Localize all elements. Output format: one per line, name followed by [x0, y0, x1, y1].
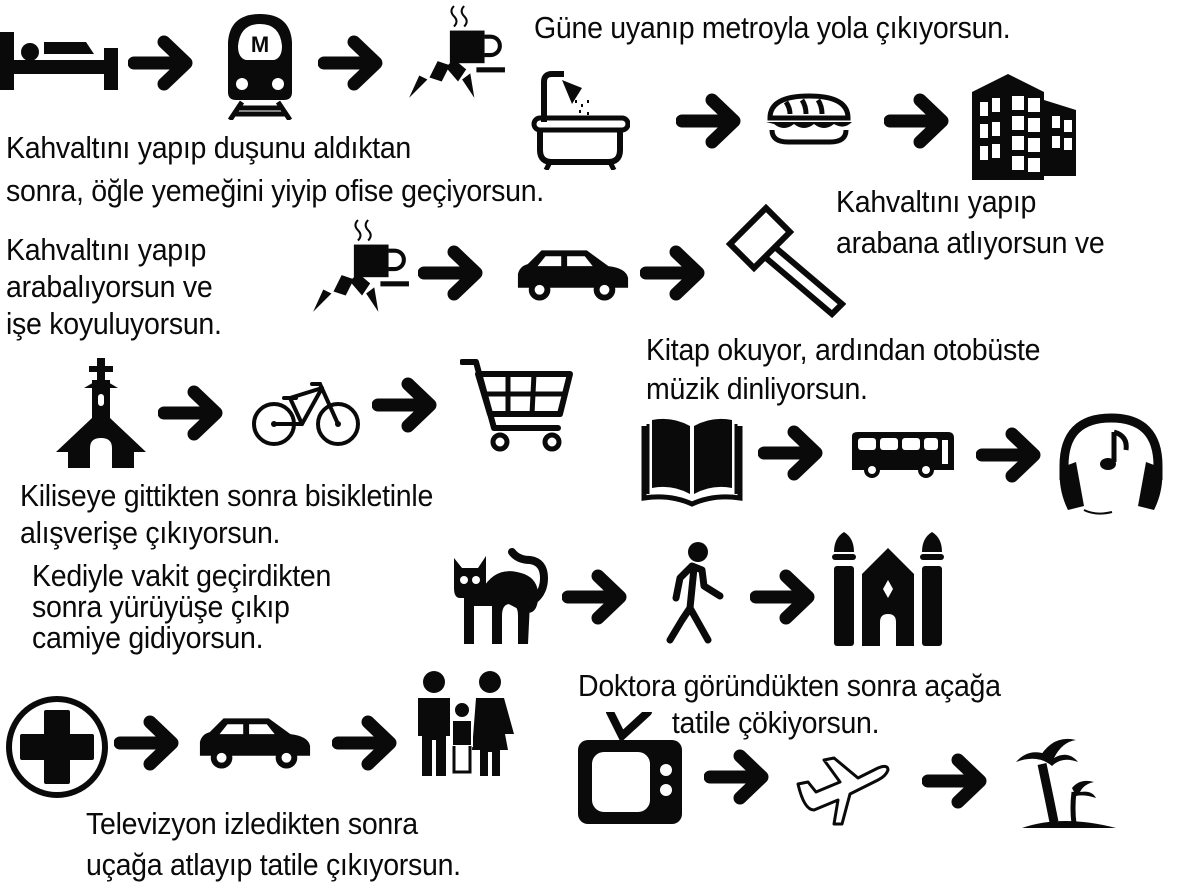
svg-text:M: M: [251, 32, 269, 57]
arrow-right-icon: [976, 426, 1048, 484]
caption-2: Kahvaltını yapıp duşunu aldıktan sonra, …: [6, 130, 544, 208]
coffee-croissant-icon: [308, 216, 412, 318]
metro-train-icon: M: [218, 12, 302, 120]
arrow-right-icon: [750, 568, 822, 626]
arrow-right-icon: [318, 34, 390, 92]
shopping-cart-icon: [460, 358, 574, 452]
arrow-right-icon: [114, 714, 186, 772]
synagogue-icon: [830, 530, 946, 646]
sandwich-icon: [764, 92, 854, 146]
arrow-right-icon: [704, 748, 776, 806]
arrow-right-icon: [562, 568, 634, 626]
caption-4: Kahvaltını yapıp arabalıyorsun ve işe ko…: [6, 232, 222, 341]
bed-icon: [0, 32, 118, 90]
bicycle-icon: [250, 380, 362, 448]
arrow-right-icon: [332, 714, 404, 772]
arrow-right-icon: [676, 92, 748, 150]
palm-island-icon: [1012, 734, 1122, 832]
arrow-right-icon: [418, 244, 490, 302]
arrow-right-icon: [158, 384, 230, 442]
caption-8: Doktora göründükten sonra açağa tatile ç…: [578, 668, 1001, 740]
caption-6: Kiliseye gittikten sonra bisikletinle al…: [20, 478, 434, 550]
television-icon: [574, 712, 686, 826]
arrow-right-icon: [922, 752, 994, 810]
bus-icon: [850, 432, 958, 478]
arrow-right-icon: [758, 424, 830, 482]
pedestrian-walking-icon: [660, 540, 726, 644]
arrow-right-icon: [372, 376, 444, 434]
office-building-icon: [968, 72, 1080, 180]
caption-9: Televizyon izledikten sonra uçağa atlayı…: [86, 806, 461, 882]
cat-icon: [452, 546, 550, 646]
arrow-right-icon: [640, 244, 712, 302]
coffee-croissant-icon: [404, 2, 508, 104]
caption-7: Kediyle vakit geçirdikten sonra yürüyüşe…: [32, 558, 332, 655]
bathtub-shower-icon: [530, 70, 630, 170]
hammer-icon: [726, 204, 846, 318]
car-icon: [514, 244, 632, 304]
caption-1: Güne uyanıp metroyla yola çıkıyorsun.: [534, 10, 1011, 45]
car-icon: [196, 712, 314, 772]
arrow-right-icon: [884, 92, 956, 150]
book-icon: [640, 414, 744, 508]
caption-3: Kahvaltını yapıp arabana atlıyorsun ve: [836, 184, 1105, 260]
arrow-right-icon: [128, 34, 200, 92]
airplane-icon: [794, 754, 890, 826]
headphones-music-icon: [1056, 410, 1166, 518]
church-icon: [54, 358, 148, 468]
family-icon: [412, 670, 518, 778]
medical-cross-icon: [4, 694, 110, 800]
caption-5: Kitap okuyor, ardından otobüste müzik di…: [646, 332, 1041, 406]
